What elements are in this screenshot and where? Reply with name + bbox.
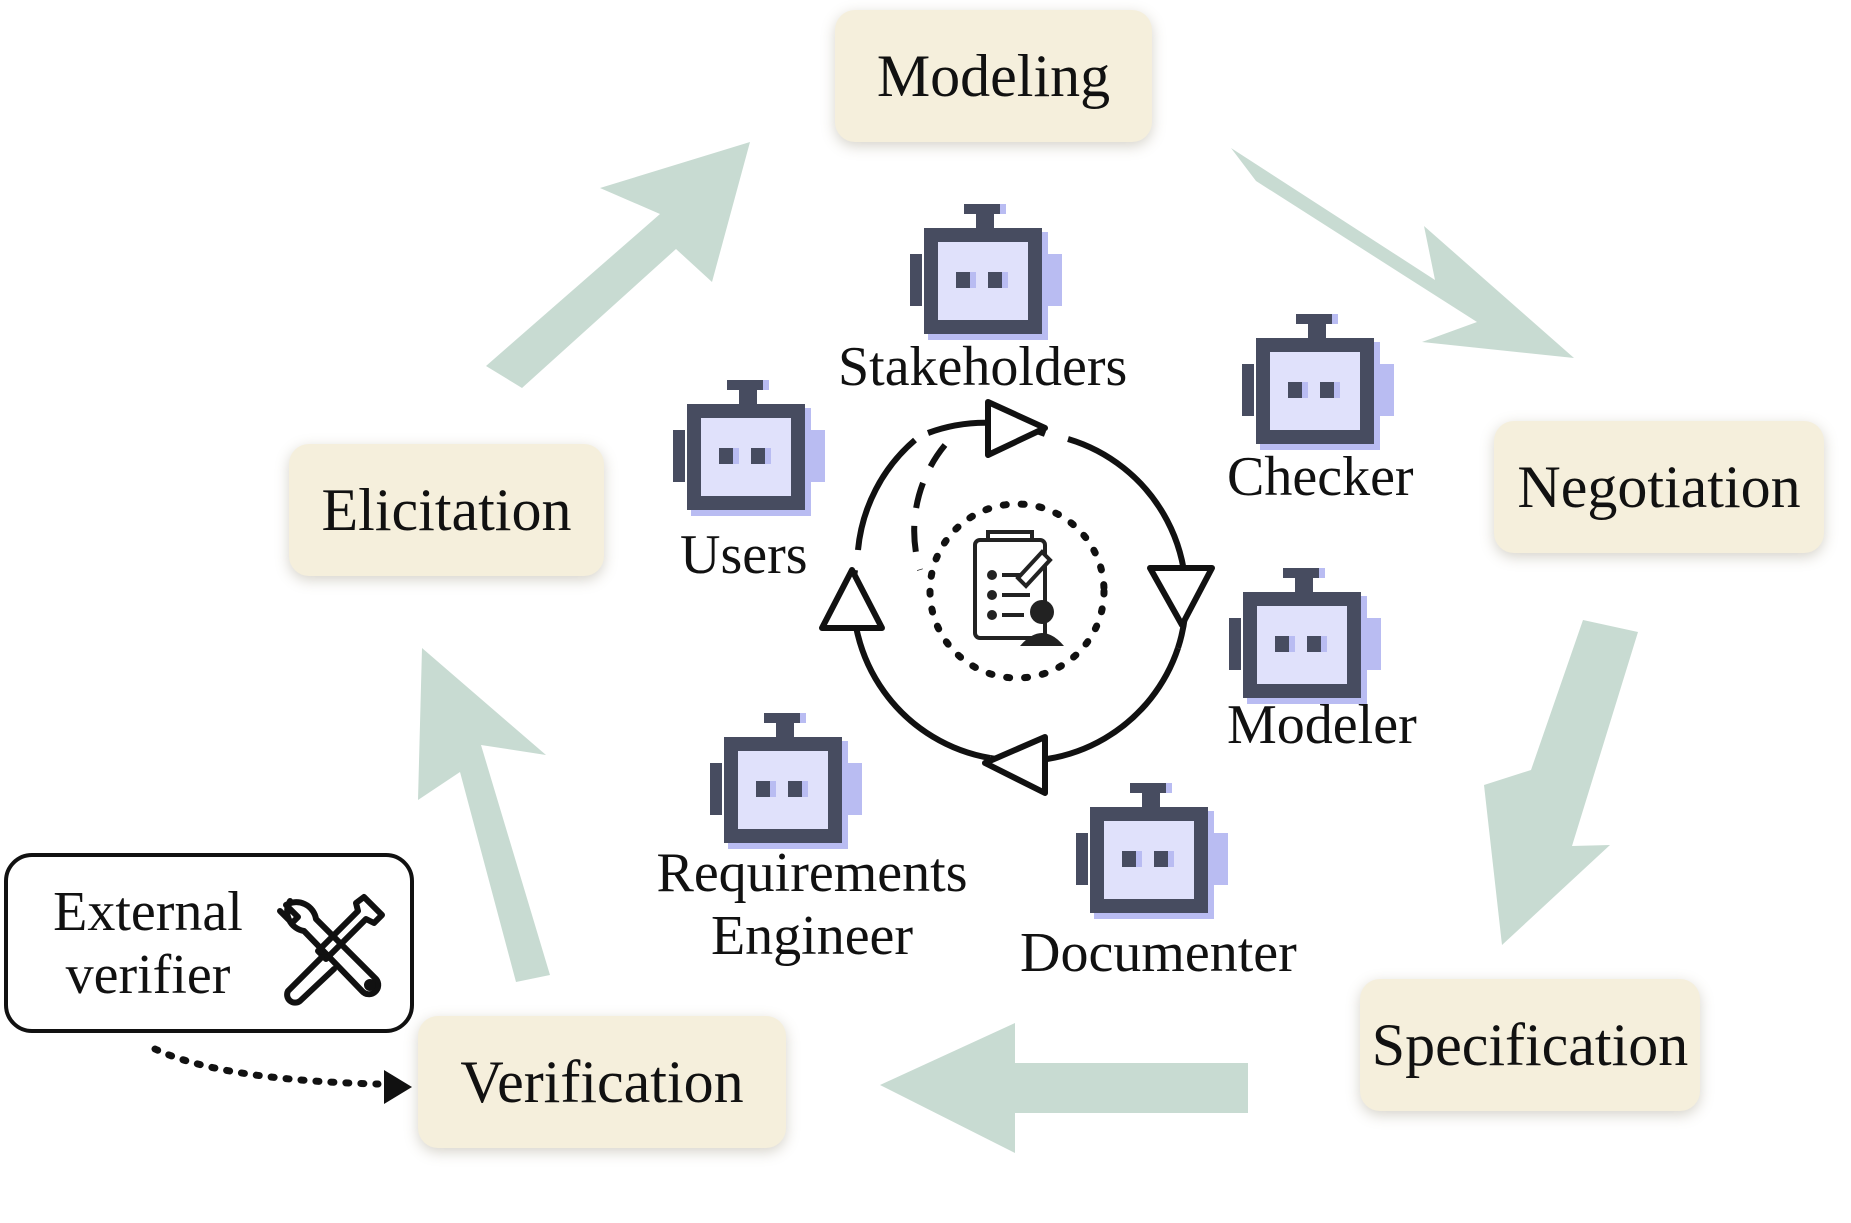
phase-elicitation: Elicitation [289, 444, 604, 576]
phase-specification-label: Specification [1371, 1011, 1689, 1078]
phase-elicitation-label: Elicitation [321, 476, 572, 543]
cycle-arc-left [850, 569, 991, 761]
robot-icon-documenter [1076, 783, 1228, 919]
cycle-inner-dashed-arc [911, 443, 948, 571]
robot-icon-stakeholders [910, 204, 1062, 340]
arrow-elicitation-to-modeling [486, 142, 750, 388]
phase-negotiation-label: Negotiation [1517, 453, 1801, 520]
arrow-specification-to-verification [880, 1023, 1248, 1153]
phase-negotiation: Negotiation [1494, 421, 1824, 553]
phase-modeling-label: Modeling [876, 42, 1111, 109]
cycle-arrowhead-top [985, 399, 1048, 458]
robot-icon-checker [1242, 314, 1394, 450]
cycle-arrowhead-bottom [982, 734, 1048, 796]
external-verifier-box: External verifier [4, 853, 414, 1033]
arrow-modeling-to-negotiation [1231, 148, 1574, 358]
arrow-verification-to-elicitation [418, 648, 550, 982]
agent-label-requirements-engineer: Requirements Engineer [632, 842, 992, 967]
agent-label-users: Users [680, 524, 808, 586]
cycle-arc-bottom [989, 647, 1181, 765]
agent-label-documenter: Documenter [1020, 922, 1297, 984]
wrench-screwdriver-icon [277, 894, 385, 1006]
cycle-arrowhead-right [1147, 565, 1215, 628]
phase-modeling: Modeling [835, 10, 1152, 142]
cycle-arc-left-upper [855, 437, 917, 551]
center-dotted-circle [926, 500, 1108, 682]
external-verifier-label: External verifier [28, 881, 268, 1006]
verifier-connector-arrowhead [384, 1070, 412, 1104]
phase-verification-label: Verification [460, 1048, 744, 1115]
external-verifier-line1: External [53, 881, 243, 943]
phase-verification: Verification [418, 1016, 786, 1148]
robot-icon-requirements-engineer [710, 713, 862, 849]
external-verifier-line2: verifier [65, 943, 231, 1006]
agent-label-requirements-line2: Engineer [710, 904, 914, 967]
agent-label-checker: Checker [1227, 446, 1414, 508]
agent-label-requirements-line1: Requirements [656, 842, 968, 904]
phase-specification: Specification [1360, 979, 1700, 1111]
robot-icon-users [673, 380, 825, 516]
agent-label-modeler: Modeler [1227, 694, 1417, 756]
agent-label-stakeholders: Stakeholders [838, 336, 1128, 398]
cycle-arc-right [1067, 436, 1190, 649]
cycle-arrowhead-left [819, 567, 885, 631]
robot-icon-modeler [1229, 568, 1381, 704]
document-user-icon [973, 530, 1064, 646]
verifier-connector [151, 1045, 382, 1088]
arrow-negotiation-to-specification [1484, 620, 1638, 945]
